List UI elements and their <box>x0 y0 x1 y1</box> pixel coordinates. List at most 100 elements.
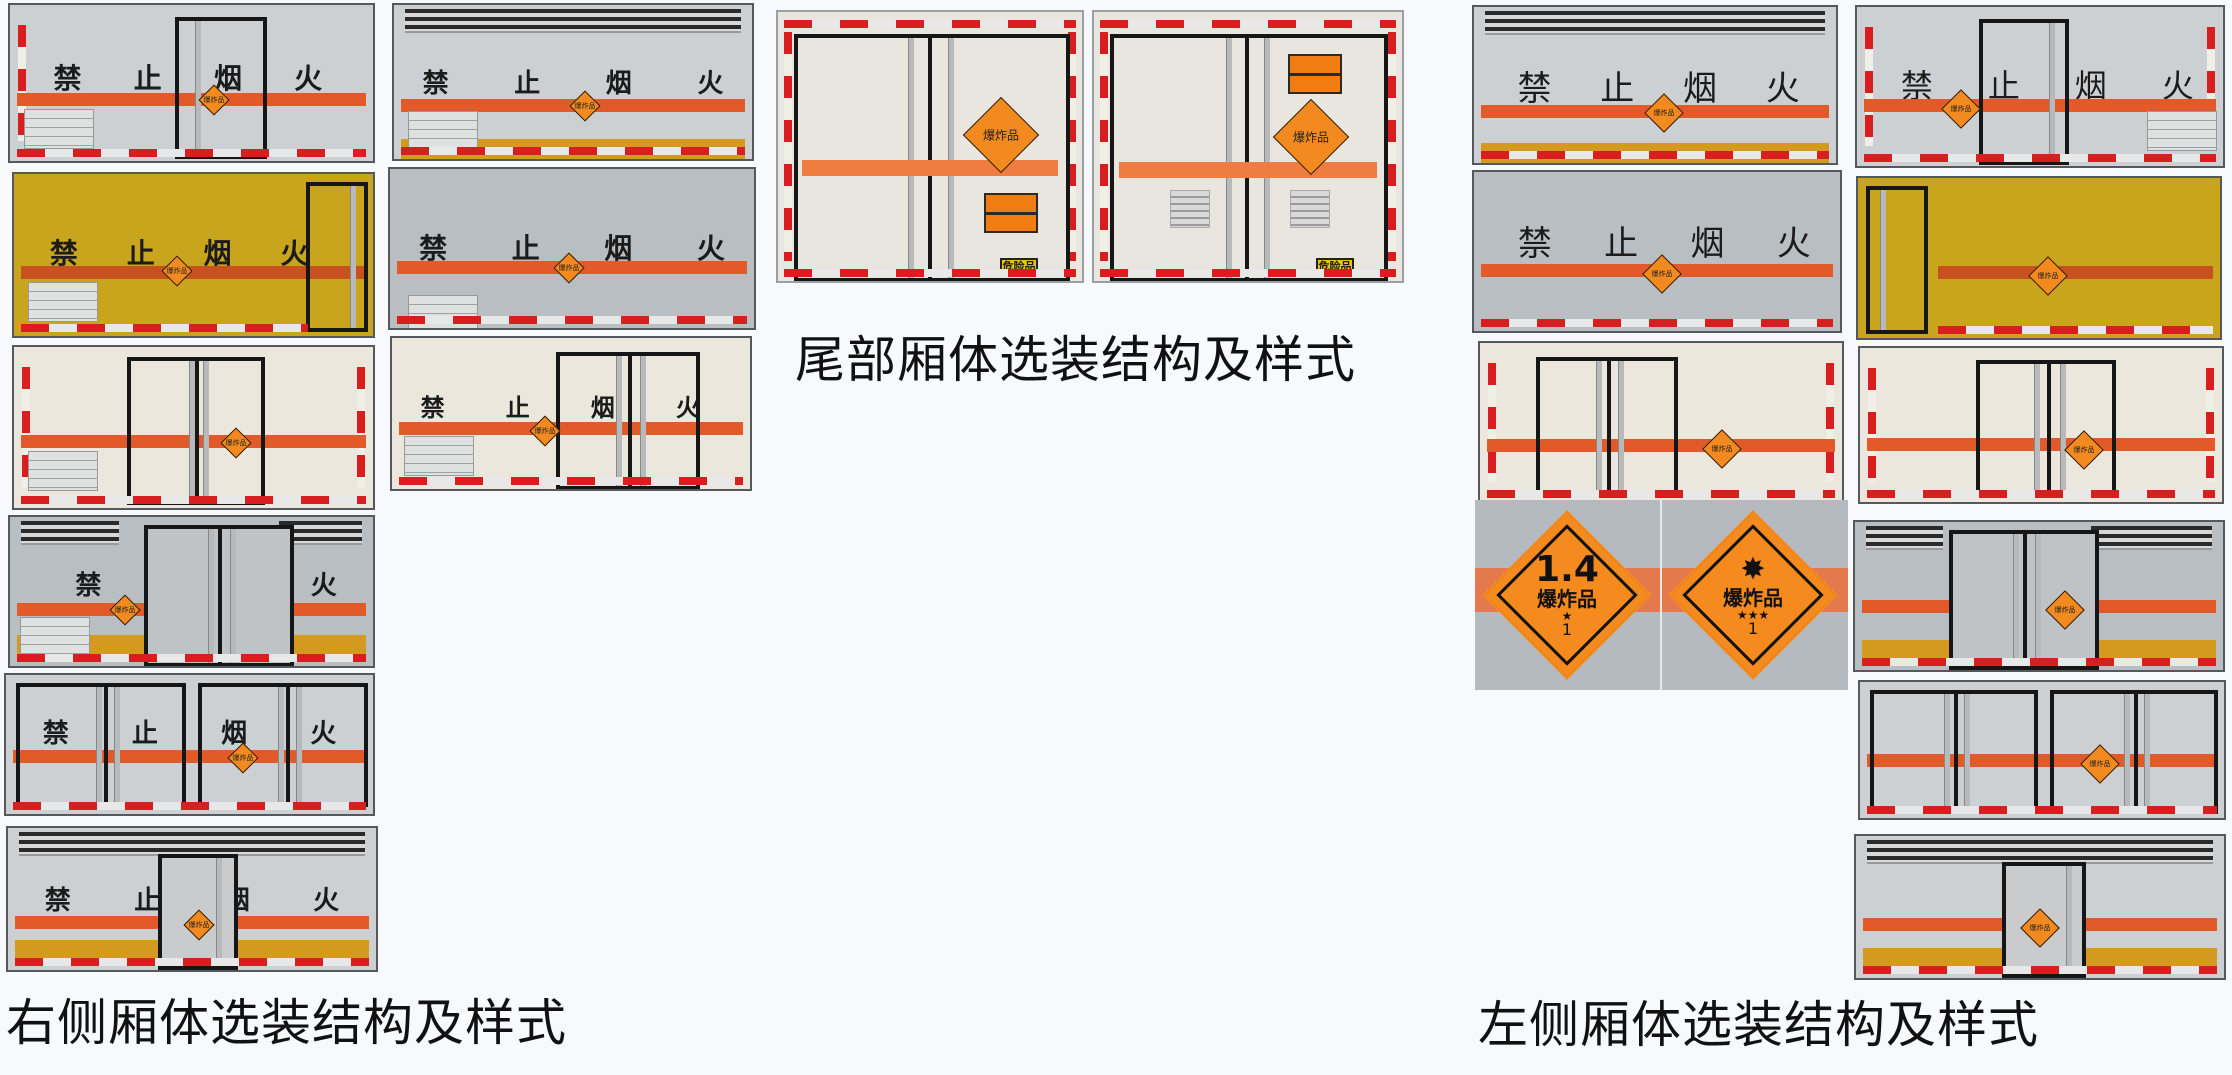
louver-vent <box>1484 11 1826 35</box>
right-panel-3: 爆炸品 <box>12 345 375 510</box>
left-panel-7: 爆炸品 <box>1853 520 2225 672</box>
safety-notice-label <box>408 111 478 151</box>
reflective-strip <box>1100 269 1396 277</box>
double-door <box>1536 357 1678 497</box>
side-door <box>306 182 368 332</box>
double-door <box>16 683 186 807</box>
reflective-strip <box>13 802 366 810</box>
reflective-strip <box>1481 319 1833 327</box>
reflective-strip <box>21 324 309 332</box>
louver-vent <box>1867 840 2213 864</box>
division-1-4-sign-icon: 1.4 爆炸品 ★ 1 <box>1482 510 1652 680</box>
reflective-strip <box>1100 20 1396 28</box>
double-door <box>1870 690 2038 814</box>
reflective-strip <box>17 654 366 662</box>
no-fire-text: 禁 止 烟 火 <box>420 394 700 422</box>
reflective-strip <box>1864 154 2216 162</box>
red-stripe <box>802 160 1058 176</box>
reflective-strip <box>1868 368 1876 482</box>
red-stripe <box>399 422 743 435</box>
left-side-caption: 左侧厢体选装结构及样式 <box>1478 996 2039 1054</box>
double-door <box>127 357 265 505</box>
louver-vent <box>20 521 119 545</box>
side-door <box>175 17 267 159</box>
reflective-strip <box>784 269 1076 277</box>
left-panel-8: 爆炸品 <box>1858 680 2226 820</box>
no-fire-text: 禁 止 烟 火 <box>1900 67 2194 105</box>
right-panel-1: 禁 止 烟 火 爆炸品 <box>8 3 375 163</box>
hazard-sign-samples: 1.4 爆炸品 ★ 1 ✸ 爆炸品 ★★★ 1 <box>1475 500 1848 690</box>
bomb-icon: ✸ <box>1740 552 1766 587</box>
no-fire-text: 禁 止 烟 火 <box>419 232 725 265</box>
left-panel-5: 爆炸品 <box>1856 176 2222 340</box>
rear-double-door <box>1110 34 1388 281</box>
reflective-strip <box>2206 368 2214 482</box>
safety-notice-label <box>404 436 474 476</box>
reflective-strip <box>18 25 26 141</box>
red-stripe <box>1937 266 2213 279</box>
louver-vent <box>19 832 365 856</box>
no-fire-text: 禁 止 烟 火 <box>49 237 309 270</box>
left-panel-1: 禁 止 烟 火 爆炸品 <box>1472 5 1838 165</box>
rear-caption: 尾部厢体选装结构及样式 <box>795 331 1356 389</box>
reflective-strip <box>1937 326 2213 334</box>
reflective-strip <box>15 958 369 966</box>
safety-notice-label <box>28 282 98 322</box>
double-door <box>556 352 700 489</box>
reflective-strip <box>784 32 792 261</box>
side-door <box>1979 19 2069 165</box>
right-panel-2: 禁 止 烟 火 爆炸品 <box>12 172 375 338</box>
yellow-stripe <box>2090 640 2216 660</box>
reflective-strip <box>397 316 747 324</box>
reflective-strip <box>1488 363 1496 482</box>
safety-notice-label <box>24 109 94 149</box>
louver-vent <box>1866 526 1944 550</box>
double-door <box>1976 360 2116 498</box>
reflective-strip <box>1487 490 1835 498</box>
no-fire-text: 禁 止 烟 火 <box>1517 224 1811 264</box>
rear-panel-2: 爆炸品 危险品 <box>1092 10 1404 283</box>
red-stripe <box>1118 162 1378 178</box>
reflective-strip <box>2207 27 2215 146</box>
red-stripe <box>1487 439 1835 452</box>
reflective-strip <box>401 147 745 155</box>
left-panel-6: 爆炸品 <box>1858 346 2224 504</box>
reflective-strip <box>17 149 366 157</box>
louver-vent <box>404 9 742 33</box>
double-door <box>198 683 368 807</box>
reflective-strip <box>1068 32 1076 261</box>
right-panel-9: 禁 止 烟 火 爆炸品 <box>390 336 752 491</box>
rear-double-door <box>794 34 1070 281</box>
left-panel-9: 爆炸品 <box>1854 834 2226 980</box>
safety-notice-label <box>20 617 90 657</box>
no-fire-text: 禁 止 烟 火 <box>422 69 724 99</box>
side-door <box>1866 186 1928 334</box>
no-fire-text: 禁 止 烟 火 <box>42 719 337 749</box>
yellow-stripe <box>1862 640 1951 660</box>
double-door <box>2050 690 2218 814</box>
reflective-strip <box>1826 363 1834 482</box>
reflective-strip <box>21 496 366 504</box>
explosive-bomb-sign-icon: ✸ 爆炸品 ★★★ 1 <box>1668 510 1838 680</box>
reflective-strip <box>784 20 1076 28</box>
reflective-strip <box>399 477 743 485</box>
louver-vent <box>2090 526 2212 550</box>
reflective-strip <box>1863 966 2217 974</box>
no-fire-text: 禁 止 烟 火 <box>53 62 323 95</box>
rear-panel-1: 爆炸品 危险品 <box>776 10 1084 283</box>
reflective-strip <box>22 367 30 488</box>
orange-hazard-plate <box>1288 54 1342 94</box>
reflective-strip <box>1865 27 1873 146</box>
right-panel-8: 禁 止 烟 火 爆炸品 <box>388 167 756 330</box>
right-panel-6: 禁 止 烟 火 爆炸品 <box>6 826 378 972</box>
right-panel-7: 禁 止 烟 火 爆炸品 <box>392 3 754 161</box>
reflective-strip <box>1867 806 2217 814</box>
safety-notice-label <box>28 451 98 491</box>
right-panel-5: 禁 止 烟 火 爆炸品 <box>4 673 375 816</box>
red-stripe <box>17 93 366 106</box>
red-stripe <box>1867 438 2215 451</box>
left-panel-3: 爆炸品 <box>1478 341 1844 504</box>
explosive-diamond-icon: 爆炸品 <box>1702 429 1742 469</box>
right-panel-4: 禁 止 烟 火 爆炸品 <box>8 515 375 668</box>
no-fire-text: 禁 止 烟 火 <box>1517 69 1800 109</box>
